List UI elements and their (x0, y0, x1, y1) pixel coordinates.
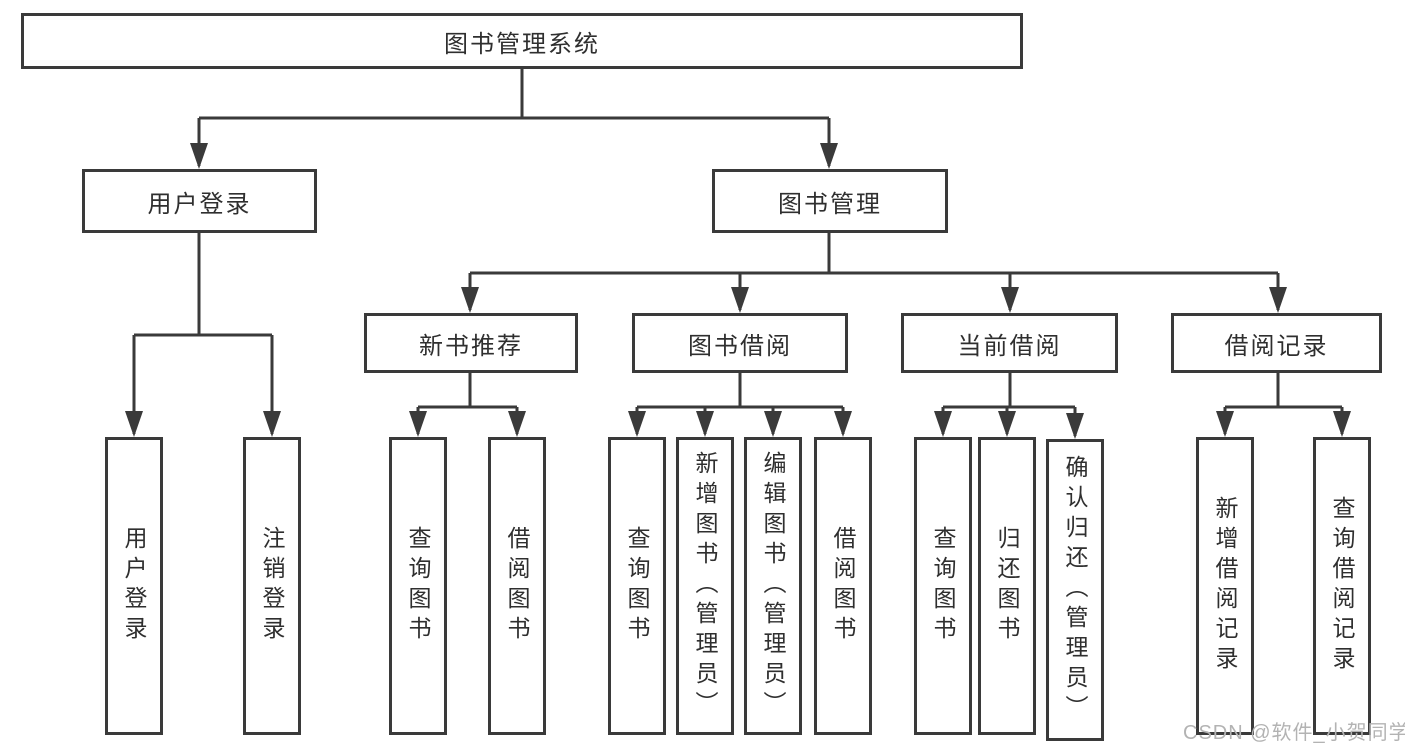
node-book-management-system: 图书管理系统 (21, 13, 1023, 69)
node-new-book-recommendation: 新书推荐 (364, 313, 578, 373)
leaf-label: 借阅图书 (504, 526, 530, 646)
leaf-label: 查询图书 (624, 526, 650, 646)
leaf-borrow-books: 借阅图书 (814, 437, 872, 735)
node-label: 图书管理系统 (444, 30, 600, 58)
leaf-label: 编辑图书（管理员） (760, 451, 786, 721)
leaf-add-books-admin: 新增图书（管理员） (676, 437, 734, 735)
node-label: 新书推荐 (419, 332, 523, 360)
leaf-query-borrow-record: 查询借阅记录 (1313, 437, 1371, 735)
arrowheads (125, 143, 1351, 439)
csdn-watermark: CSDN @软件_小贺同学 (1183, 722, 1405, 744)
leaf-borrow-books-recommend: 借阅图书 (488, 437, 546, 735)
node-label: 用户登录 (147, 190, 252, 218)
leaf-confirm-return-admin: 确认归还（管理员） (1046, 439, 1104, 741)
leaf-add-borrow-record: 新增借阅记录 (1196, 437, 1254, 735)
node-label: 借阅记录 (1224, 332, 1329, 360)
leaf-label: 借阅图书 (830, 526, 856, 646)
node-label: 图书管理 (778, 190, 882, 218)
leaf-label: 确认归还（管理员） (1062, 455, 1088, 725)
leaf-label: 查询图书 (930, 526, 956, 646)
leaf-query-books-recommend: 查询图书 (389, 437, 447, 735)
leaf-label: 注销登录 (259, 526, 285, 646)
node-current-borrowing: 当前借阅 (901, 313, 1118, 373)
leaf-label: 用户登录 (121, 526, 147, 646)
leaf-logout: 注销登录 (243, 437, 301, 735)
node-book-management: 图书管理 (712, 169, 948, 233)
leaf-query-books-current: 查询图书 (914, 437, 972, 735)
tree-edges (132, 69, 1344, 436)
leaf-label: 新增图书（管理员） (692, 451, 718, 721)
node-borrowing-records: 借阅记录 (1171, 313, 1382, 373)
leaf-label: 查询图书 (405, 526, 431, 646)
node-user-login: 用户登录 (82, 169, 317, 233)
leaf-query-books-borrowing: 查询图书 (608, 437, 666, 735)
leaf-label: 查询借阅记录 (1329, 496, 1355, 676)
leaf-user-login: 用户登录 (105, 437, 163, 735)
leaf-label: 归还图书 (994, 526, 1020, 646)
leaf-return-books: 归还图书 (978, 437, 1036, 735)
leaf-label: 新增借阅记录 (1212, 496, 1238, 676)
node-label: 当前借阅 (957, 332, 1062, 360)
node-label: 图书借阅 (688, 332, 792, 360)
leaf-edit-books-admin: 编辑图书（管理员） (744, 437, 802, 735)
node-book-borrowing: 图书借阅 (632, 313, 848, 373)
